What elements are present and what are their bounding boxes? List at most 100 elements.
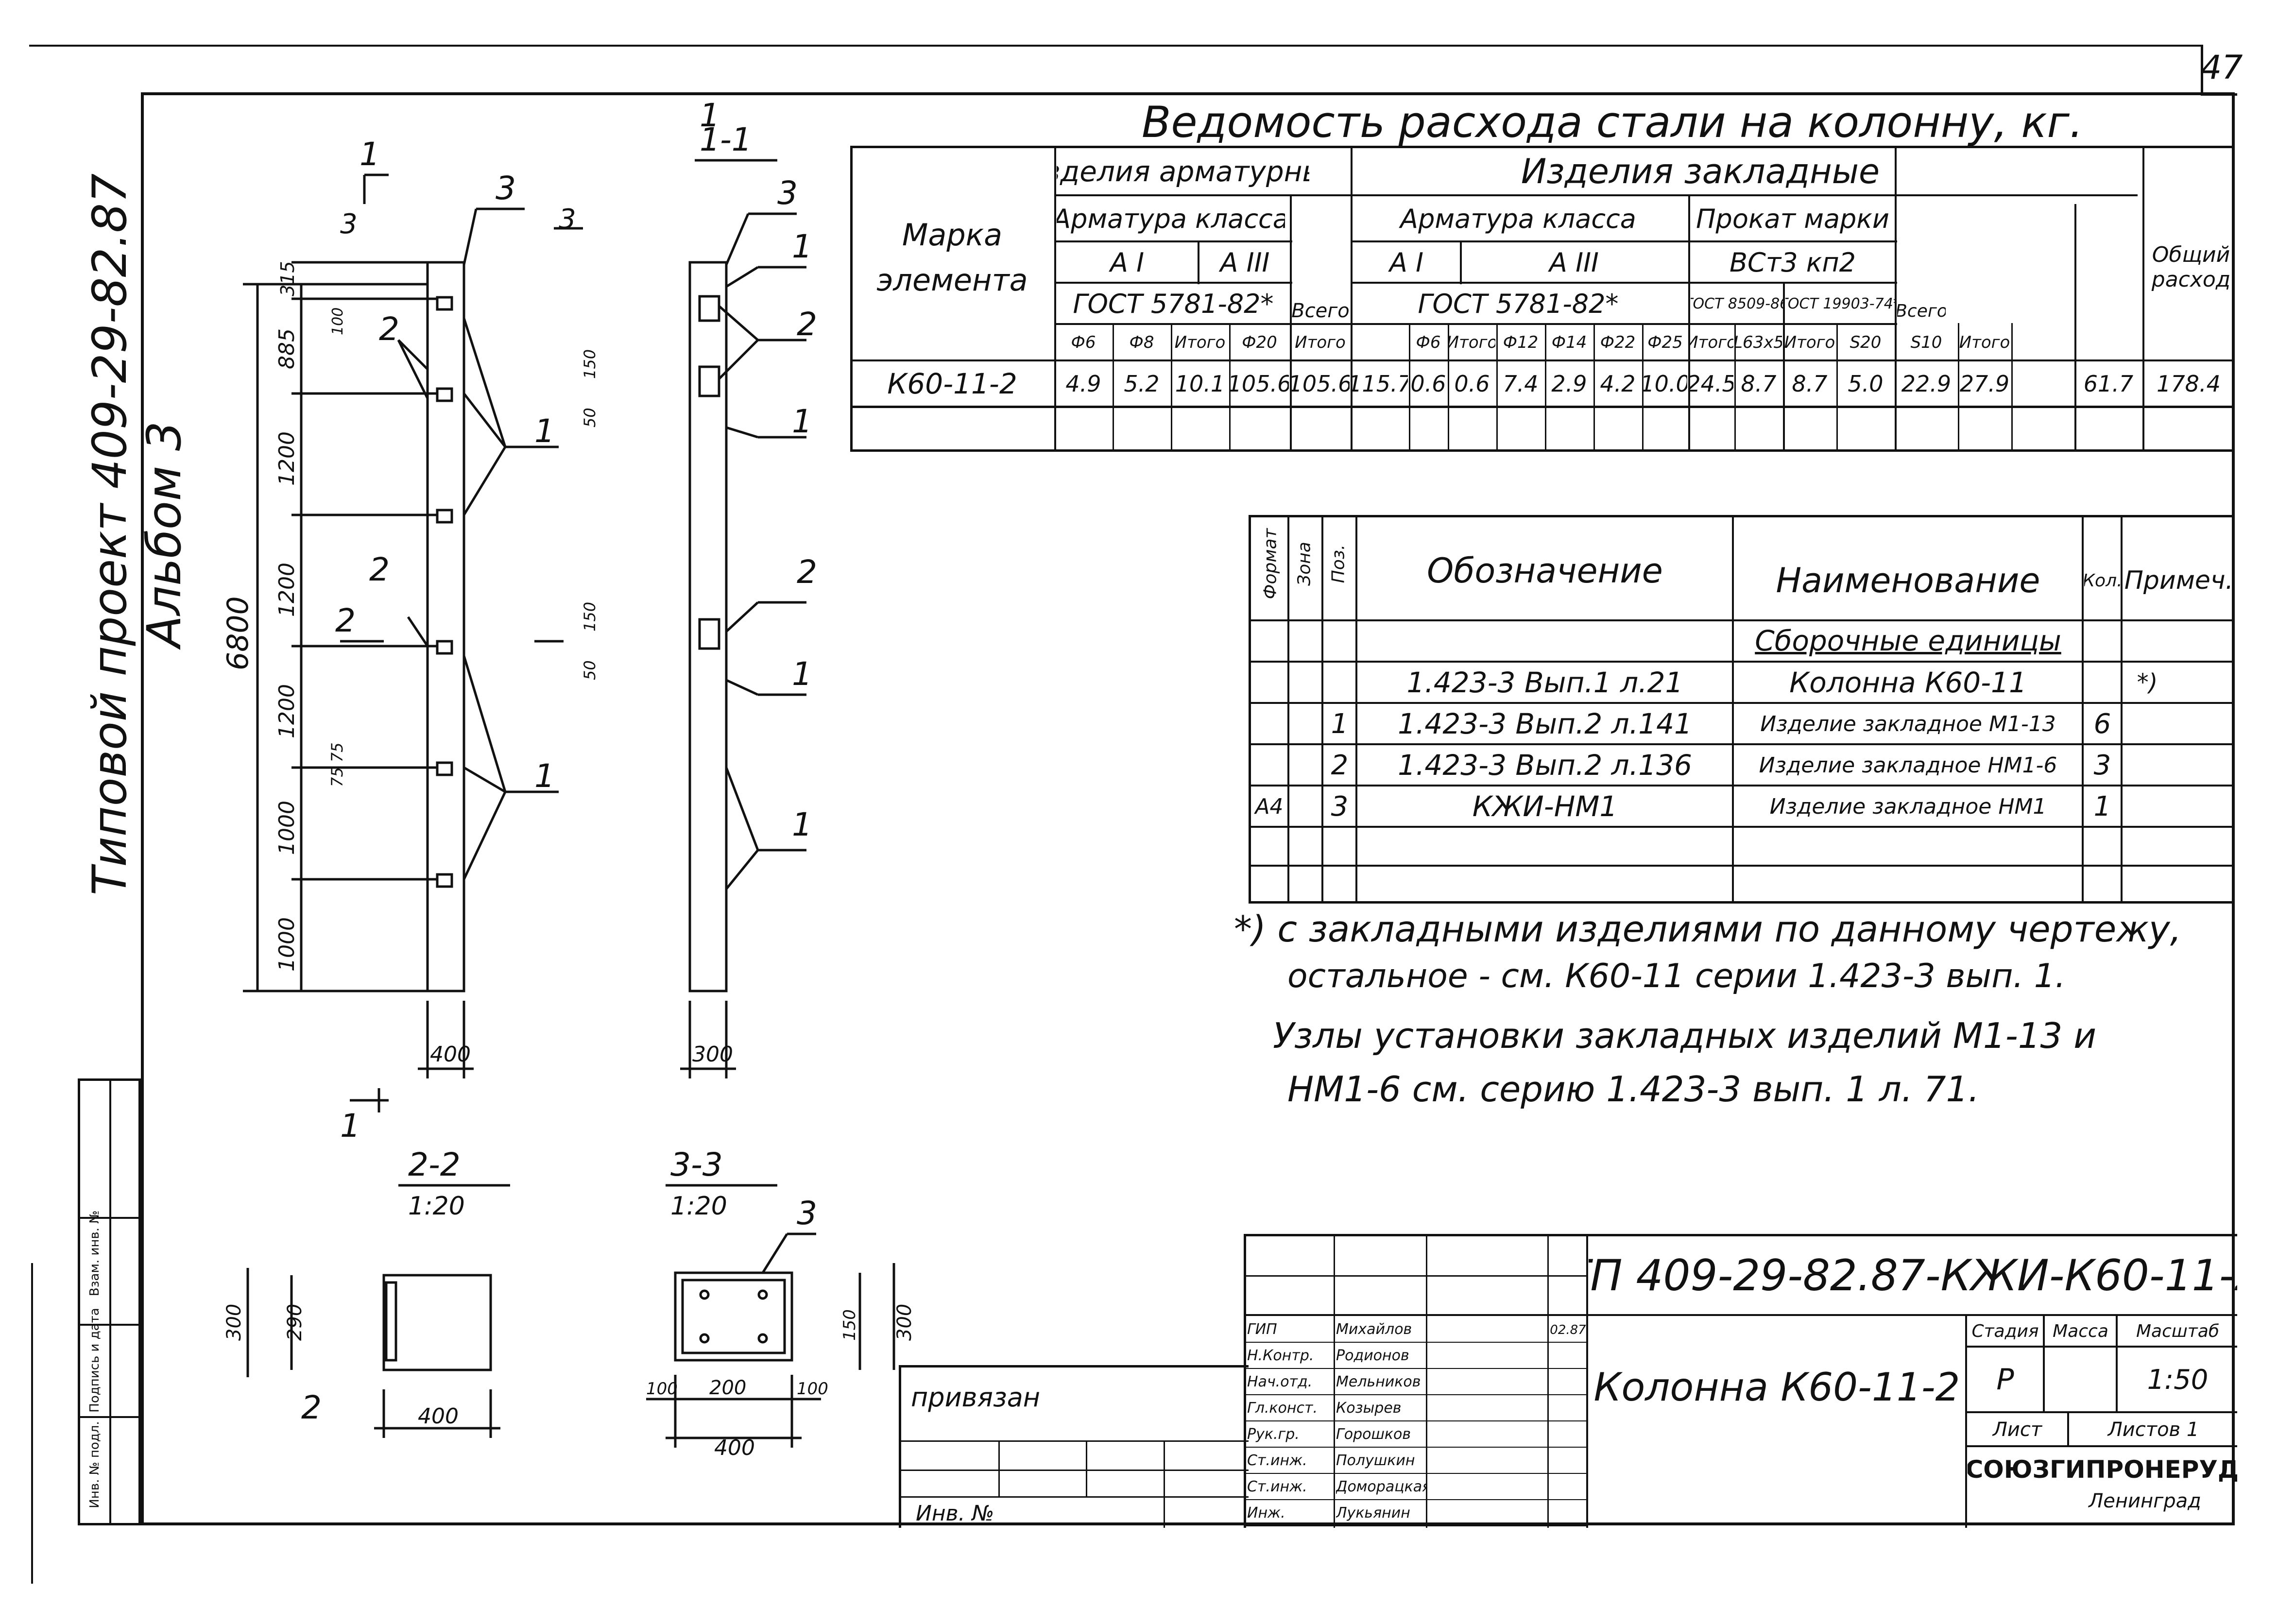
- dim-150-a: 150: [581, 349, 599, 379]
- tb-stage: Р: [1996, 1363, 2014, 1397]
- grid-line: [1642, 323, 1644, 452]
- spec-designation: 1.423-3 Вып.2 л.136: [1398, 749, 1692, 782]
- tb-person: Горошков: [1336, 1425, 1411, 1443]
- steel-value-cell: 27.9: [1959, 371, 2010, 397]
- tb-role: ГИП: [1247, 1320, 1277, 1338]
- mark-2-f: 2: [301, 1389, 322, 1426]
- sec33-100-a: 100: [646, 1379, 678, 1399]
- steel-table-title: Ведомость расхода стали на колонну, кг.: [1142, 97, 2083, 147]
- steel-value-cell: 10.1: [1175, 371, 1225, 397]
- tb-role: Инж.: [1247, 1504, 1285, 1521]
- dim-100: 100: [329, 308, 346, 335]
- tb-person: Козырев: [1336, 1399, 1402, 1417]
- spec-note: *): [2137, 669, 2158, 696]
- arm-class-2: Арматура класса: [1400, 203, 1636, 234]
- spec-qty: 3: [2093, 749, 2111, 781]
- grid-line: [1171, 323, 1172, 452]
- spec-designation: КЖИ-НМ1: [1472, 790, 1618, 823]
- note-line-1: *) с закладными изделиями по данному чер…: [1234, 908, 2182, 950]
- inv-label: Инв. №: [916, 1501, 994, 1526]
- sec33-200: 200: [709, 1377, 746, 1399]
- mark-3-d: 3: [777, 174, 798, 212]
- steel-subheader-cell: Ф8: [1129, 333, 1154, 352]
- dim-50-b: 50: [581, 660, 599, 680]
- grid-line: [1496, 323, 1498, 452]
- page-number: 47: [2201, 49, 2243, 87]
- h-qty: Кол.: [2084, 570, 2121, 591]
- mark-3-b: 3: [559, 204, 576, 235]
- dim-1000-b: 1000: [274, 917, 299, 972]
- steel-value-cell: 8.7: [1741, 371, 1777, 397]
- sec33-300: 300: [893, 1304, 916, 1341]
- tb-city: Ленинград: [2089, 1490, 2201, 1512]
- page-number-box: [2201, 45, 2237, 96]
- a1b-label: А I: [1389, 247, 1424, 278]
- grid-line: [1246, 1447, 1586, 1448]
- sec22-290: 290: [284, 1304, 306, 1341]
- spec-qty: 1: [2093, 790, 2111, 822]
- steel-subheader-cell: Ф6: [1416, 333, 1441, 352]
- steel-subheader-cell: Ф20: [1242, 333, 1277, 352]
- total-header: Общий расход: [2151, 242, 2231, 292]
- grid-line: [1246, 1342, 1586, 1343]
- mark-3-e: 3: [797, 1195, 817, 1232]
- tb-role: Гл.конст.: [1247, 1399, 1318, 1417]
- tb-role: Рук.гр.: [1247, 1425, 1300, 1443]
- dim-1200-a: 1200: [274, 431, 299, 486]
- steel-value-cell: 5.2: [1124, 371, 1160, 397]
- gost-8509: ГОСТ 8509-86: [1691, 295, 1783, 312]
- left-edge-line: [31, 1263, 33, 1584]
- section-2-2-label: 2-2: [408, 1146, 461, 1183]
- mark-3-c: 3: [340, 208, 358, 240]
- spec-name: Изделие закладное НМ1-6: [1759, 752, 2057, 778]
- grid-line: [1836, 323, 1838, 452]
- a3-label: А III: [1220, 247, 1270, 278]
- spec-pos: 2: [1331, 749, 1349, 781]
- arm-class-1: Арматура класса: [1057, 203, 1285, 234]
- gost-arm: ГОСТ 5781-82*: [1073, 288, 1274, 319]
- grid-line: [1246, 1525, 1586, 1526]
- drawing-frame: [141, 92, 2235, 1525]
- privyazan-label: привязан: [911, 1382, 1041, 1413]
- steel-value-cell: 24.5: [1689, 371, 1733, 397]
- grid-line: [1229, 323, 1231, 452]
- steel-value-cell: 22.9: [1901, 371, 1952, 397]
- tb-role: Ст.инж.: [1247, 1452, 1307, 1469]
- sec33-100-b: 100: [797, 1379, 828, 1399]
- tb-scale: 1:50: [2147, 1364, 2209, 1396]
- steel-subheader-cell: Ф22: [1600, 333, 1636, 352]
- mark-1-f: 1: [792, 806, 812, 843]
- spec-pos: 3: [1331, 790, 1349, 822]
- grid-line: [1734, 323, 1736, 452]
- steel-subheader-cell: Итого: [1449, 333, 1495, 352]
- tb-role: Н.Контр.: [1247, 1347, 1314, 1364]
- steel-subheader-cell: Итого: [1689, 333, 1733, 352]
- mark-1-e: 1: [792, 655, 812, 693]
- mark-2-a: 2: [379, 310, 399, 348]
- mark-1-i: 1: [340, 1107, 360, 1145]
- steel-value-cell: 105.6: [1291, 371, 1350, 397]
- grid-line: [2011, 323, 2013, 452]
- tb-role: Нач.отд.: [1247, 1373, 1313, 1390]
- steel-value-cell: 4.2: [1600, 371, 1636, 397]
- tb-person: Михайлов: [1336, 1320, 1412, 1338]
- steel-subheader-cell: Ф14: [1551, 333, 1587, 352]
- row-mark: К60-11-2: [887, 367, 1017, 400]
- steel-value-cell: 7.4: [1503, 371, 1539, 397]
- gost-emb: ГОСТ 5781-82*: [1418, 288, 1619, 319]
- mark-1-d: 1: [792, 403, 812, 440]
- width-front: 400: [430, 1042, 471, 1067]
- tb-org: СОЮЗГИПРОНЕРУД: [1968, 1455, 2237, 1484]
- dim-150-b: 150: [581, 602, 599, 632]
- steel-table: Марка элемента Изделия арматурные Издели…: [850, 146, 2235, 452]
- mark-1-c: 1: [792, 228, 812, 265]
- spec-name: Изделие закладное НМ1: [1769, 794, 2047, 819]
- grid-line: [1113, 323, 1114, 452]
- a3b-label: А III: [1549, 247, 1599, 278]
- tb-code: ТП 409-29-82.87-КЖИ-К60-11-2: [1589, 1250, 2237, 1300]
- side-stamp: Инв. № подл. Подпись и дата Взам. инв. №: [78, 1078, 141, 1525]
- title-block: ТП 409-29-82.87-КЖИ-К60-11-2 Колонна К60…: [1244, 1234, 2237, 1528]
- width-side: 300: [692, 1042, 733, 1067]
- note-line-4: НМ1-6 см. серию 1.423-3 вып. 1 л. 71.: [1287, 1069, 1980, 1110]
